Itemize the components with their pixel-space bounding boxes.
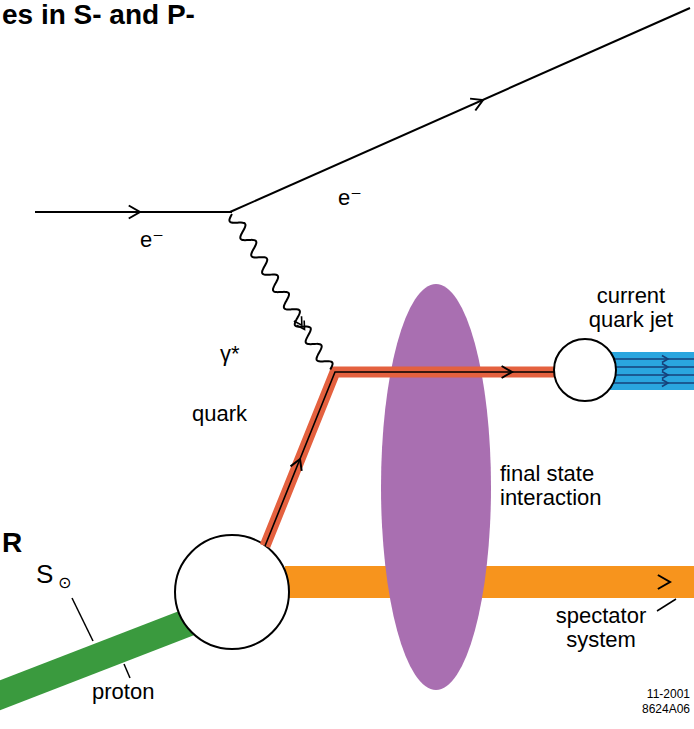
date-code: 11-2001: [596, 688, 690, 701]
leader-line: [124, 664, 130, 678]
arrow-head: [502, 366, 512, 378]
particle-label-text: γ*: [220, 342, 240, 366]
particle-label: γ*: [220, 342, 240, 366]
particle-label-text: e⁻: [338, 186, 362, 210]
arrow-head: [291, 459, 302, 471]
spin-symbol-text: ⊙: [58, 574, 71, 592]
arrow-head: [662, 380, 668, 387]
jet-label-text: current quark jet: [572, 284, 690, 332]
photon-line: [229, 214, 332, 370]
title: es in S- and P-: [2, 0, 195, 31]
electron-in-line: [35, 211, 232, 213]
electron-out-line: [230, 8, 690, 212]
arrow-head: [658, 575, 670, 589]
particle-label: quark: [192, 402, 247, 426]
particle-label-text: quark: [192, 402, 247, 426]
jet-label: current quark jet: [572, 284, 690, 332]
fragment-letter: R: [2, 528, 22, 559]
particle-label: e⁻: [140, 228, 164, 252]
spectator-label: spectator system: [545, 604, 657, 652]
interaction-label: final state interaction: [500, 462, 635, 510]
figure-code-text: 8624A06: [596, 703, 690, 716]
spectator-band: [285, 566, 694, 598]
jet-ellipse: [554, 339, 616, 401]
date-code-text: 11-2001: [596, 688, 690, 701]
spin-label: S: [36, 560, 53, 589]
arrow-head: [662, 372, 668, 379]
particle-label-text: proton: [92, 680, 154, 704]
vertex-circle: [175, 535, 289, 649]
quark-line: [265, 372, 556, 546]
spin-symbol: ⊙: [58, 574, 71, 592]
arrow-head: [294, 316, 302, 325]
figure-code: 8624A06: [596, 703, 690, 716]
particle-label-text: e⁻: [140, 228, 164, 252]
quark-band: [265, 372, 556, 546]
particle-label: e⁻: [338, 186, 362, 210]
arrow-head: [662, 356, 668, 363]
arrow-head: [662, 364, 668, 371]
interaction-label-text: final state interaction: [500, 462, 635, 510]
fragment-letter-text: R: [2, 528, 22, 559]
title-holder: es in S- and P-: [2, 0, 195, 31]
arrow-heads: [129, 99, 670, 589]
leader-line: [657, 599, 676, 611]
spin-label-text: S: [36, 560, 53, 589]
leader-line: [72, 598, 93, 641]
spectator-label-text: spectator system: [545, 604, 657, 652]
arrow-head: [470, 99, 483, 111]
arrow-head: [129, 206, 140, 219]
interaction-ellipse: [381, 284, 491, 690]
particle-label: proton: [92, 680, 154, 704]
